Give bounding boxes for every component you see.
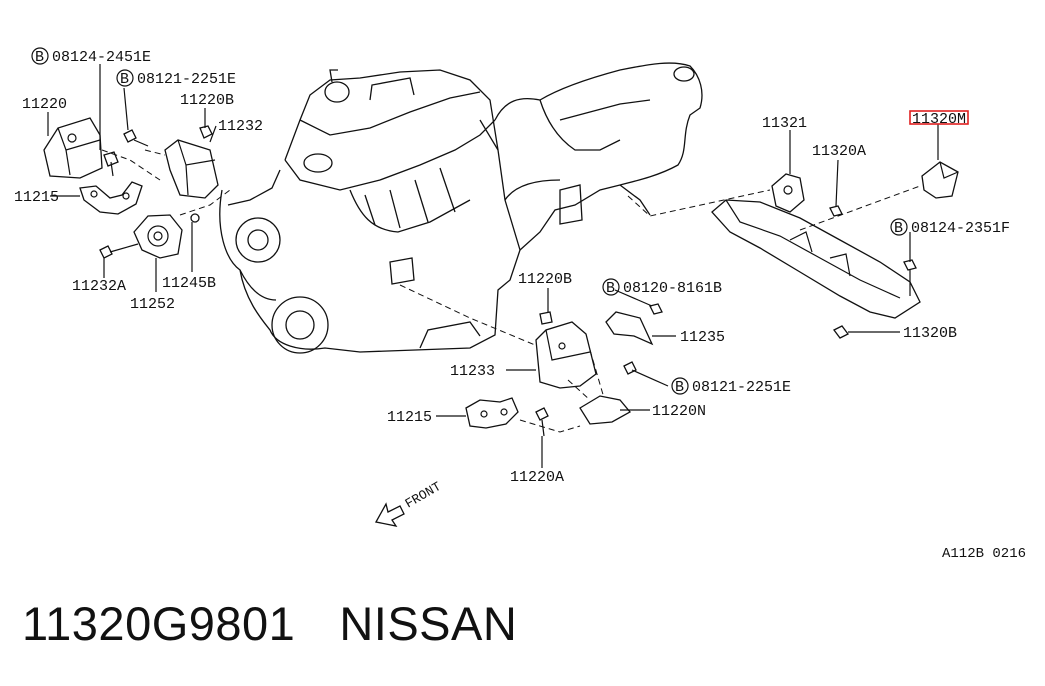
part-label-11233: 11233 — [450, 363, 495, 380]
part-label-11220B: 11220B — [518, 271, 572, 288]
mount-11220N — [579, 395, 632, 425]
bolt-marker: B — [675, 379, 684, 396]
bracket-11220B — [164, 139, 219, 199]
mount-11320M — [921, 161, 959, 199]
front-arrow-icon — [374, 502, 405, 527]
bolt-marker: B — [35, 49, 44, 66]
part-label-11215: 11215 — [387, 409, 432, 426]
insulator-11252 — [133, 214, 183, 259]
left-mount-group — [43, 117, 231, 259]
part-label-11320M: 11320M — [912, 111, 966, 128]
leader-lines — [47, 64, 939, 468]
part-number: 11320G9801 — [22, 597, 296, 650]
part-label-11321: 11321 — [762, 115, 807, 132]
part-label-08124-2351F: 08124-2351F — [911, 220, 1010, 237]
diagram-code: A112B 0216 — [942, 546, 1026, 562]
part-label-11320B: 11320B — [903, 325, 957, 342]
bracket-11233 — [535, 321, 597, 389]
footer-caption: 11320G9801 NISSAN — [22, 596, 517, 651]
crossmember — [711, 199, 921, 319]
bracket-11215-lower — [465, 397, 519, 429]
part-label-11220N: 11220N — [652, 403, 706, 420]
lower-mount-group — [399, 284, 663, 437]
part-label-11232A: 11232A — [72, 278, 126, 295]
bracket-11235 — [605, 311, 654, 346]
part-label-11235: 11235 — [680, 329, 725, 346]
part-label-11245B: 11245B — [162, 275, 216, 292]
part-label-11220A: 11220A — [510, 469, 564, 486]
bracket-11215-left — [79, 181, 143, 215]
part-label-11220: 11220 — [22, 96, 67, 113]
front-label: FRONT — [403, 479, 444, 512]
crossmember-group — [627, 161, 959, 339]
front-direction-indicator: FRONT — [374, 479, 444, 527]
part-label-11215: 11215 — [14, 189, 59, 206]
part-labels: B 08124-2451E B 08121-2251E 11220 11220B… — [14, 47, 1010, 486]
highlight-box — [909, 110, 969, 125]
part-label-11252: 11252 — [130, 296, 175, 313]
part-label-08124-2451E: 08124-2451E — [52, 49, 151, 66]
bolt-marker: B — [606, 280, 615, 297]
part-label-08121-2251E: 08121-2251E — [137, 71, 236, 88]
brand-name: NISSAN — [339, 597, 518, 650]
bracket-11321 — [771, 173, 805, 213]
bolt-marker: B — [894, 220, 903, 237]
engine-illustration — [219, 69, 521, 354]
transmission-illustration — [494, 62, 703, 251]
bolt-marker: B — [120, 71, 129, 88]
part-label-11232: 11232 — [218, 118, 263, 135]
part-label-11220B: 11220B — [180, 92, 234, 109]
part-label-08121-2251E: 08121-2251E — [692, 379, 791, 396]
parts-diagram: B 08124-2451E B 08121-2251E 11220 11220B… — [14, 47, 1026, 562]
part-label-08120-8161B: 08120-8161B — [623, 280, 722, 297]
part-label-11320A: 11320A — [812, 143, 866, 160]
